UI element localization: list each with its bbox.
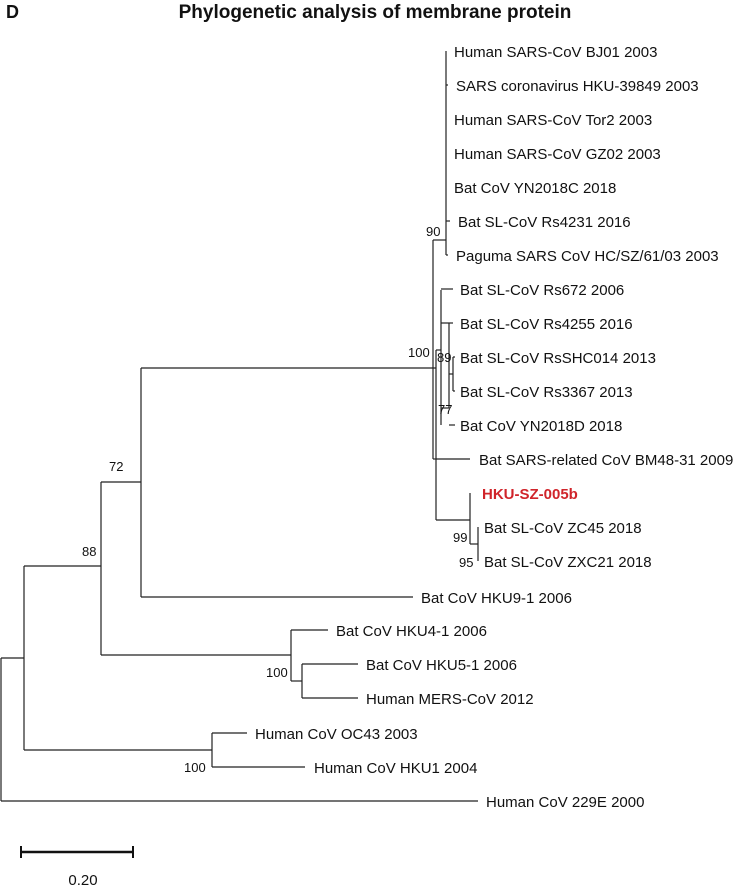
leaf-label: Bat CoV HKU5-1 2006 [366,657,517,674]
figure-title: Phylogenetic analysis of membrane protei… [178,2,572,23]
bootstrap-value: 100 [266,665,288,680]
panel-letter: D [6,2,19,22]
leaf-label-highlighted: HKU-SZ-005b [482,486,578,503]
leaf-label: Bat CoV YN2018D 2018 [460,418,622,435]
bootstrap-value: 99 [453,530,467,545]
leaf-label: Human CoV 229E 2000 [486,794,644,811]
leaf-label: SARS coronavirus HKU-39849 2003 [456,78,699,95]
leaf-label: Bat CoV HKU9-1 2006 [421,590,572,607]
tree-branches [0,51,479,802]
leaf-label: Bat SL-CoV Rs4231 2016 [458,214,631,231]
leaf-label: Bat SL-CoV RsSHC014 2013 [460,350,656,367]
leaf-label: Human SARS-CoV GZ02 2003 [454,146,661,163]
leaf-label: Human SARS-CoV Tor2 2003 [454,112,652,129]
leaf-label: Bat CoV YN2018C 2018 [454,180,616,197]
bootstrap-value: 95 [459,555,473,570]
bootstrap-value: 100 [184,760,206,775]
bootstrap-value: 89 [437,350,451,365]
bootstrap-labels: 90 100 89 77 72 99 95 88 100 100 [82,224,473,775]
leaf-label: Bat SL-CoV Rs4255 2016 [460,316,633,333]
leaf-label: Bat SL-CoV ZC45 2018 [484,520,642,537]
leaf-label: Human MERS-CoV 2012 [366,691,534,708]
bootstrap-value: 77 [438,402,452,417]
bootstrap-value: 100 [408,345,430,360]
leaf-label: Bat CoV HKU4-1 2006 [336,623,487,640]
leaf-label: Human CoV OC43 2003 [255,726,418,743]
leaf-label: Paguma SARS CoV HC/SZ/61/03 2003 [456,248,719,265]
leaf-label: Human CoV HKU1 2004 [314,760,477,777]
bootstrap-value: 88 [82,544,96,559]
bootstrap-value: 90 [426,224,440,239]
leaf-label: Bat SL-CoV ZXC21 2018 [484,554,652,571]
leaf-label: Bat SL-CoV Rs672 2006 [460,282,624,299]
bootstrap-value: 72 [109,459,123,474]
leaf-label: Human SARS-CoV BJ01 2003 [454,44,657,61]
leaf-label: Bat SL-CoV Rs3367 2013 [460,384,633,401]
scale-bar: 0.20 [20,846,134,887]
leaf-label: Bat SARS-related CoV BM48-31 2009 [479,452,733,469]
scale-bar-label: 0.20 [68,872,97,887]
